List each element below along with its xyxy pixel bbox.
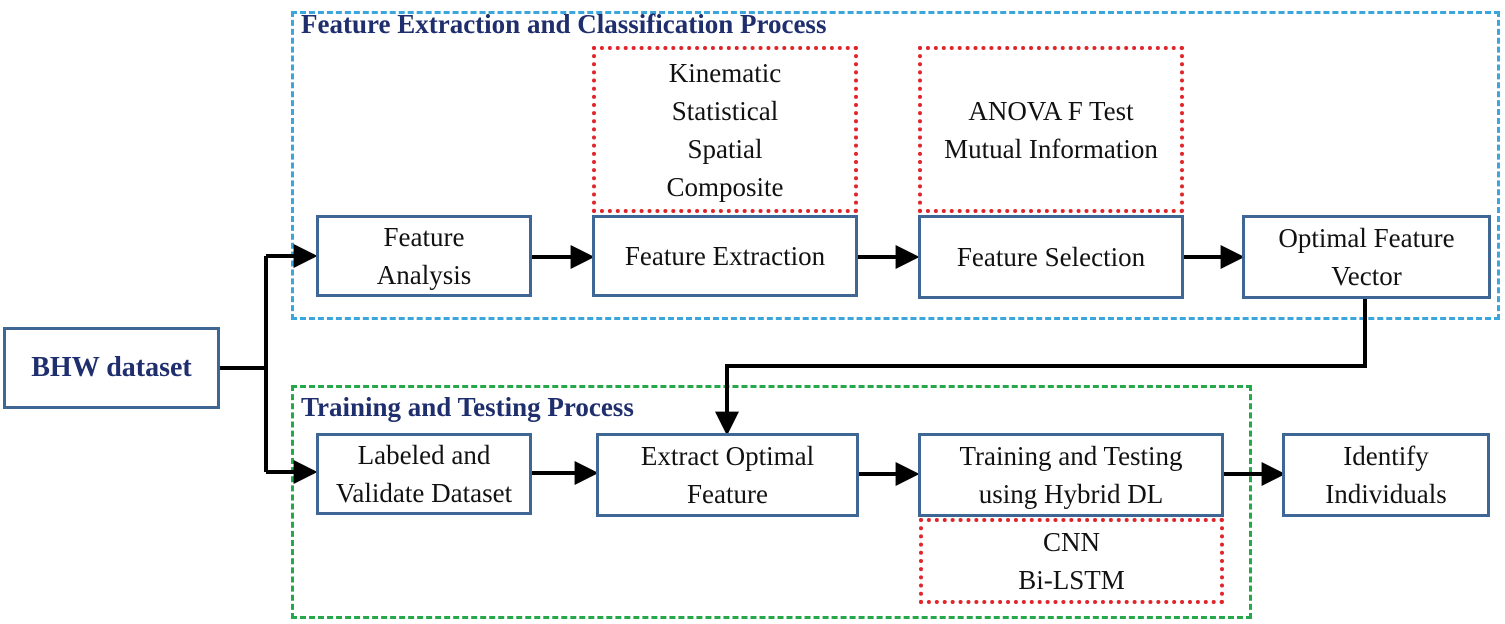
extract-optimal-line-2: Feature <box>687 479 768 509</box>
feature-extraction-node: Feature Extraction <box>592 215 858 297</box>
feature-selection-node: Feature Selection <box>918 215 1184 299</box>
selection-methods-box: ANOVA F Test Mutual Information <box>918 46 1184 213</box>
selection-method-mutual-info: Mutual Information <box>944 133 1158 164</box>
feature-region-title: Feature Extraction and Classification Pr… <box>301 9 827 39</box>
optimal-vector-line-2: Vector <box>1331 261 1402 291</box>
extraction-types-box: Kinematic Statistical Spatial Composite <box>592 46 858 213</box>
bhw-dataset-label: BHW dataset <box>31 352 192 383</box>
extract-optimal-feature-node: Extract Optimal Feature <box>596 433 859 517</box>
extract-optimal-line-1: Extract Optimal <box>640 441 815 471</box>
feature-selection-label: Feature Selection <box>956 242 1146 272</box>
extraction-type-statistical: Statistical <box>671 95 779 126</box>
dl-model-cnn: CNN <box>1042 527 1100 557</box>
optimal-feature-vector-node: Optimal Feature Vector <box>1242 215 1491 299</box>
training-testing-line-2: using Hybrid DL <box>978 479 1164 509</box>
extraction-type-spatial: Spatial <box>687 133 763 164</box>
identify-line-2: Individuals <box>1325 479 1447 509</box>
dl-models-box: CNN Bi-LSTM <box>919 518 1224 604</box>
labeled-dataset-line-1: Labeled and <box>357 440 491 470</box>
feature-analysis-line-2: Analysis <box>376 260 472 290</box>
feature-extraction-label: Feature Extraction <box>624 241 826 271</box>
feature-analysis-node: Feature Analysis <box>316 215 532 297</box>
extraction-type-kinematic: Kinematic <box>668 57 782 88</box>
arrow-vector-to-extract-optimal <box>715 298 1367 436</box>
identify-line-1: Identify <box>1343 441 1429 471</box>
feature-analysis-line-1: Feature <box>383 222 465 252</box>
optimal-vector-line-1: Optimal Feature <box>1278 223 1455 253</box>
labeled-dataset-node: Labeled and Validate Dataset <box>316 433 532 515</box>
selection-method-anova: ANOVA F Test <box>968 95 1134 126</box>
extraction-type-composite: Composite <box>666 171 784 202</box>
training-testing-node: Training and Testing using Hybrid DL <box>918 433 1224 517</box>
dl-model-bilstm: Bi-LSTM <box>1018 565 1125 595</box>
training-testing-line-1: Training and Testing <box>959 441 1183 471</box>
bhw-dataset-node: BHW dataset <box>3 327 220 409</box>
labeled-dataset-line-2: Validate Dataset <box>335 478 513 508</box>
identify-individuals-node: Identify Individuals <box>1282 433 1490 517</box>
training-testing-region <box>291 385 1252 619</box>
training-region-title: Training and Testing Process <box>301 392 634 422</box>
feature-extraction-region <box>291 11 1500 320</box>
